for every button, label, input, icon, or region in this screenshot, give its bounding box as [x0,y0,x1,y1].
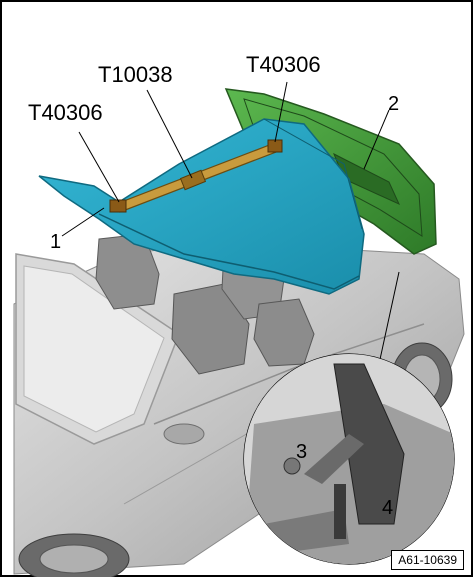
item-number-2: 2 [388,93,400,115]
callout-tool-left: T40306 [28,100,103,125]
callout-tool-right: T40306 [246,52,321,77]
detail-magnifier [243,353,455,565]
tool-clamp-left [109,199,127,213]
figure-id-label: A61-10639 [391,550,464,570]
item-number-3: 3 [296,441,308,463]
callout-tool-center: T10038 [98,62,173,87]
convertible-roof-illustration [13,81,465,577]
roof-panel [38,118,365,295]
car-body [13,233,465,577]
item-number-4: 4 [382,497,394,519]
item-number-1: 1 [50,231,62,253]
